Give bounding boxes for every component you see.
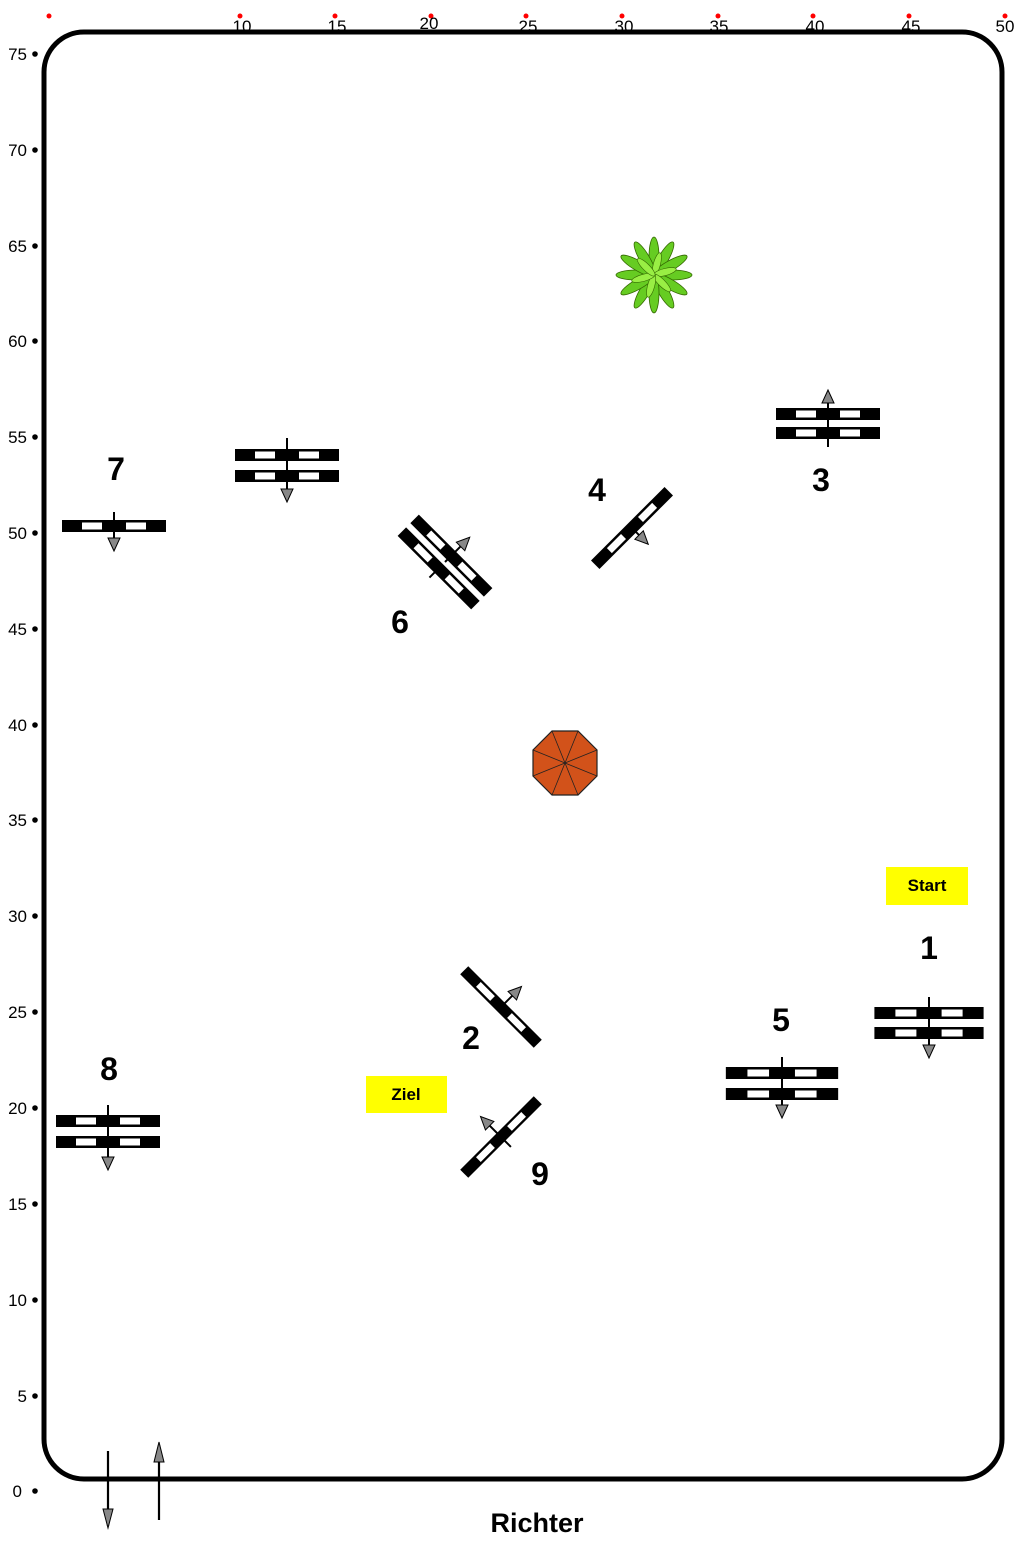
y-tick-dot — [32, 626, 38, 632]
y-tick-dot — [32, 1009, 38, 1015]
obstacle-number-4: 4 — [588, 472, 606, 508]
y-tick-dot — [32, 147, 38, 153]
y-tick-label: 15 — [8, 1195, 27, 1214]
entrance-exit-arrows — [103, 1442, 164, 1528]
obstacle-number-7: 7 — [107, 451, 125, 487]
obstacle-number-9: 9 — [531, 1156, 549, 1192]
x-tick-label: 30 — [615, 17, 634, 36]
x-tick-label: 25 — [519, 17, 538, 36]
y-tick-dot — [32, 722, 38, 728]
y-tick-label: 40 — [8, 716, 27, 735]
obstacle-number-2: 2 — [462, 1020, 480, 1056]
y-axis: 75 70 65 60 55 50 45 40 35 30 25 20 15 1… — [8, 45, 38, 1501]
start-label-text: Start — [908, 876, 947, 895]
plant-icon — [616, 237, 692, 313]
y-tick-dot — [32, 434, 38, 440]
y-tick-label: 35 — [8, 811, 27, 830]
y-tick-dot — [32, 51, 38, 57]
y-tick-dot — [32, 243, 38, 249]
obstacle-unnumbered — [235, 438, 339, 502]
obstacle-8 — [56, 1105, 160, 1170]
x-tick-label: 40 — [806, 17, 825, 36]
obstacle-7 — [62, 512, 166, 551]
y-tick-dot — [32, 1105, 38, 1111]
obstacle-number-8: 8 — [100, 1051, 118, 1087]
y-tick-dot — [32, 817, 38, 823]
umbrella-icon — [533, 731, 597, 795]
x-tick-label: 20 — [420, 14, 439, 33]
y-tick-dot — [32, 1393, 38, 1399]
x-axis-origin-dot — [47, 14, 52, 19]
y-tick-label: 10 — [8, 1291, 27, 1310]
y-tick-dot — [32, 530, 38, 536]
obstacle-number-5: 5 — [772, 1002, 790, 1038]
finish-label: Ziel — [366, 1076, 447, 1113]
y-tick-dot — [32, 1297, 38, 1303]
y-tick-label: 65 — [8, 237, 27, 256]
x-tick-label: 50 — [996, 17, 1015, 36]
y-tick-label: 20 — [8, 1099, 27, 1118]
y-tick-label: 25 — [8, 1003, 27, 1022]
obstacle-number-3: 3 — [812, 462, 830, 498]
y-tick-label: 50 — [8, 524, 27, 543]
y-tick-dot — [32, 913, 38, 919]
y-tick-label: 75 — [8, 45, 27, 64]
x-tick-label: 10 — [233, 17, 252, 36]
y-tick-label: 5 — [18, 1387, 27, 1406]
obstacle-number-6: 6 — [391, 604, 409, 640]
finish-label-text: Ziel — [391, 1085, 420, 1104]
arena-boundary — [44, 32, 1002, 1479]
obstacle-3 — [776, 390, 880, 447]
y-tick-dot — [32, 1201, 38, 1207]
y-tick-dot — [32, 338, 38, 344]
y-tick-label: 60 — [8, 332, 27, 351]
y-tick-label: 70 — [8, 141, 27, 160]
obstacle-number-1: 1 — [920, 930, 938, 966]
y-tick-label: 30 — [8, 907, 27, 926]
obstacle-5 — [726, 1057, 838, 1118]
y-tick-label: 55 — [8, 428, 27, 447]
obstacle-6 — [393, 500, 507, 614]
judge-label: Richter — [490, 1508, 584, 1538]
obstacle-1 — [874, 997, 983, 1058]
start-label: Start — [886, 867, 968, 905]
x-tick-label: 45 — [902, 17, 921, 36]
y-tick-dot — [32, 1488, 38, 1494]
y-tick-label: 45 — [8, 620, 27, 639]
x-tick-label: 35 — [710, 17, 729, 36]
y-tick-label: 0 — [13, 1482, 22, 1501]
x-tick-label: 15 — [328, 17, 347, 36]
